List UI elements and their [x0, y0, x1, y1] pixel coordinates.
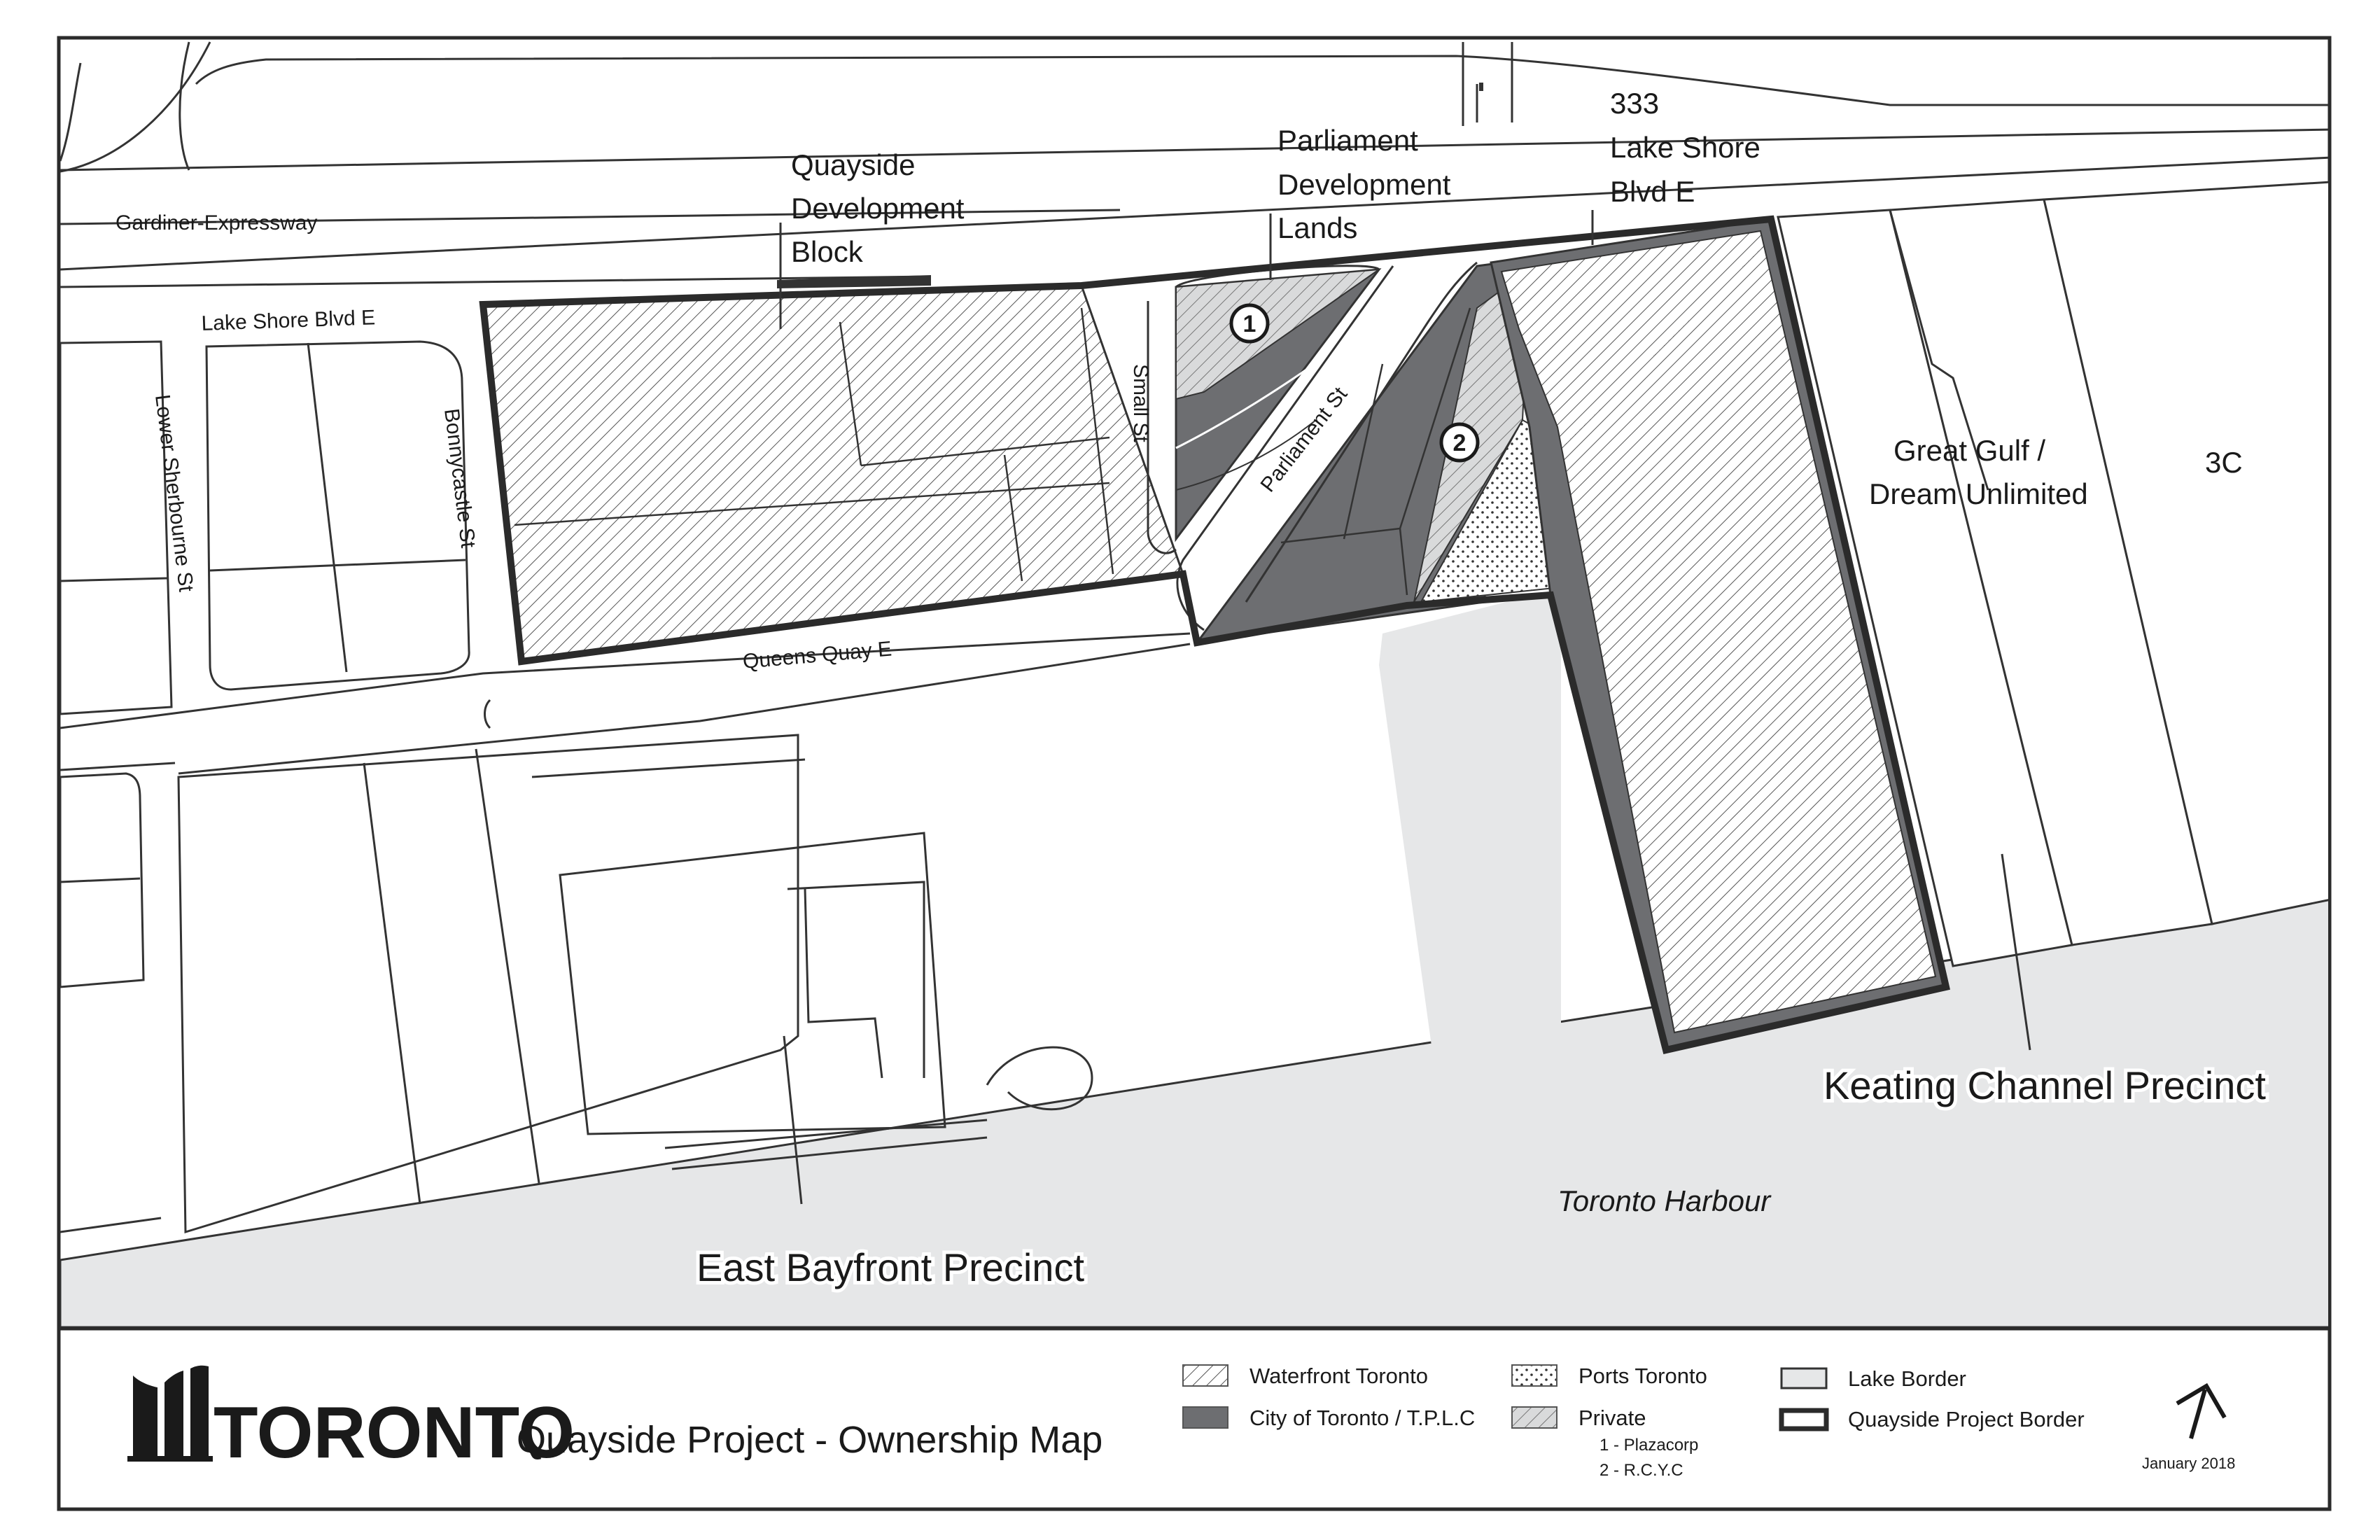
city-wedge-lines	[1280, 307, 1471, 596]
lake-shore-333-label-3: Blvd E	[1610, 175, 1695, 208]
legend-swatch-ports	[1511, 1364, 1558, 1387]
legend-swatch-waterfront	[1182, 1364, 1228, 1387]
map-title: Quayside Project - Ownership Map	[517, 1419, 1102, 1461]
toronto-logo-text: TORONTO	[214, 1392, 575, 1474]
map-area: Quayside Development Block Parliament De…	[60, 41, 2328, 1327]
ramp-mark	[777, 275, 931, 288]
gardiner-label: Gardiner-Expressway	[115, 211, 317, 234]
marker-2-number: 2	[1453, 430, 1466, 456]
great-gulf-label-2: Dream Unlimited	[1869, 477, 2088, 510]
legend-private-2: 2 - R.C.Y.C	[1600, 1461, 1684, 1480]
legend-lake-border: Lake Border	[1848, 1366, 1966, 1391]
lake-shore-333-label-1: 333	[1610, 87, 1659, 120]
parliament-label-2: Development	[1278, 168, 1451, 201]
quayside-label-2: Development	[791, 192, 965, 225]
legend: Waterfront Toronto City of Toronto / T.P…	[1182, 1364, 2085, 1480]
legend-ports-toronto: Ports Toronto	[1578, 1364, 1707, 1388]
parliament-label-3: Lands	[1278, 211, 1357, 244]
west-blocks	[60, 340, 799, 1234]
marker-1: 1	[1229, 303, 1270, 344]
toronto-harbour-label: Toronto Harbour	[1558, 1184, 1772, 1217]
quayside-label-3: Block	[791, 235, 864, 268]
parcel-3c-label: 3C	[2205, 446, 2243, 479]
parliament-label-1: Parliament	[1278, 124, 1418, 157]
small-st-label: Small St	[1129, 364, 1152, 442]
harbour-slip	[1379, 588, 1561, 1071]
legend-swatch-city	[1182, 1406, 1228, 1429]
city-hall-icon	[127, 1365, 213, 1462]
toronto-logo: TORONTO	[127, 1365, 575, 1474]
parliament-st-east	[1245, 261, 1478, 603]
marker-2: 2	[1439, 422, 1480, 463]
lake-shore-333-label-2: Lake Shore	[1610, 131, 1760, 164]
east-parcels	[1777, 181, 2328, 967]
map-labels: Quayside Development Block Parliament De…	[693, 87, 2269, 1293]
keating-precinct-label: Keating Channel Precinct	[1823, 1063, 2266, 1107]
quayside-label-1: Quayside	[791, 148, 915, 181]
east-bayfront-precinct-label: East Bayfront Precinct	[696, 1245, 1084, 1289]
marker-1-number: 1	[1243, 311, 1256, 337]
legend-city-of-toronto: City of Toronto / T.P.L.C	[1250, 1406, 1475, 1430]
legend-swatch-private	[1511, 1406, 1558, 1429]
legend-swatch-lake	[1780, 1367, 1828, 1390]
great-gulf-label-1: Great Gulf /	[1893, 434, 2045, 467]
quayside-block-lines	[514, 307, 1114, 582]
legend-swatch-project-border	[1779, 1408, 1829, 1432]
legend-project-border: Quayside Project Border	[1848, 1407, 2085, 1432]
quayside-project-border	[479, 215, 1950, 1054]
leader-lines	[779, 210, 2031, 1205]
west-block-details	[60, 342, 1093, 1233]
queens-quay-road	[60, 632, 1191, 775]
map-date: January 2018	[2142, 1455, 2235, 1472]
legend-waterfront-toronto: Waterfront Toronto	[1250, 1364, 1428, 1388]
keating-parcel	[1500, 230, 1937, 1034]
north-arrow-icon	[2176, 1382, 2227, 1439]
legend-private: Private	[1578, 1406, 1646, 1430]
parcel-jog	[1889, 209, 1989, 491]
marker-dot	[1479, 83, 1483, 91]
gardiner-lines	[60, 41, 2328, 288]
plazacorp-parcel	[1175, 268, 1382, 400]
legend-private-1: 1 - Plazacorp	[1600, 1436, 1698, 1455]
small-st-line	[1147, 301, 1177, 554]
